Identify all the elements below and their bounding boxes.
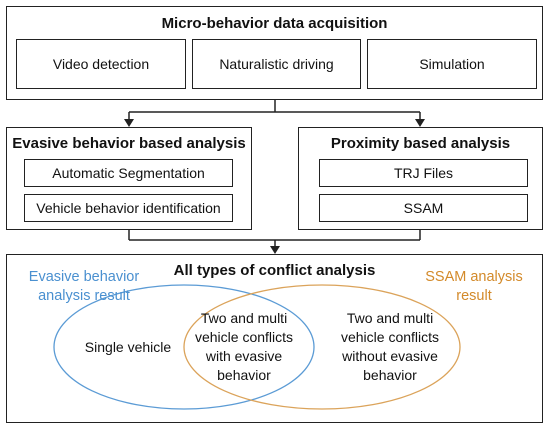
ssam-result-ellipse <box>183 284 461 410</box>
proximity-analysis-title: Proximity based analysis <box>330 134 511 152</box>
evasive-result-label: Evasive behavior analysis result <box>28 269 140 304</box>
with-evasive-region: Two and multi vehicle conflicts with eva… <box>194 310 294 383</box>
arrow-head-left <box>124 119 134 127</box>
automatic-segmentation-box: Automatic Segmentation <box>24 159 233 187</box>
evasive-analysis-title: Evasive behavior based analysis <box>12 134 246 152</box>
naturalistic-driving-box: Naturalistic driving <box>192 39 361 89</box>
ssam-box: SSAM <box>319 194 528 222</box>
arrow-head-right <box>415 119 425 127</box>
conflict-analysis-title: All types of conflict analysis <box>173 261 376 279</box>
arrow-head-bottom <box>270 246 280 254</box>
evasive-result-ellipse <box>53 284 315 410</box>
without-evasive-region: Two and multi vehicle conflicts without … <box>340 310 440 383</box>
ssam-result-label: SSAM analysis result <box>425 269 523 304</box>
vehicle-behavior-identification-box: Vehicle behavior identification <box>24 194 233 222</box>
single-vehicle-region: Single vehicle <box>84 339 172 355</box>
simulation-box: Simulation <box>367 39 537 89</box>
data-acquisition-title: Micro-behavior data acquisition <box>161 14 388 32</box>
conflict-analysis-box <box>6 254 543 423</box>
video-detection-box: Video detection <box>16 39 186 89</box>
trj-files-box: TRJ Files <box>319 159 528 187</box>
